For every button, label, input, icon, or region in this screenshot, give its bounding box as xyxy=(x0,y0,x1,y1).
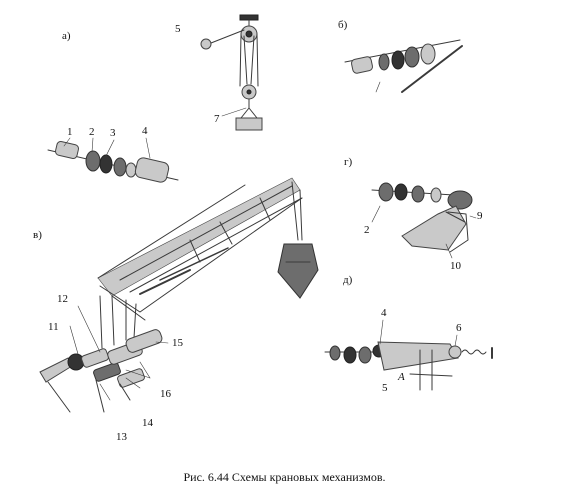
section-label-v: в) xyxy=(33,229,42,241)
label-v-16: 16 xyxy=(160,388,171,400)
figure-caption: Рис. 6.44 Схемы крановых механизмов. xyxy=(183,470,386,484)
section-label-b: б) xyxy=(338,19,348,31)
label-a-7: 7 xyxy=(214,113,220,125)
diagram-b-drive xyxy=(344,39,463,93)
label-g-10: 10 xyxy=(450,260,461,272)
label-a-4: 4 xyxy=(142,125,148,137)
label-g-9: 9 xyxy=(477,210,483,222)
label-v-11: 11 xyxy=(48,321,59,333)
diagram-a-hoist xyxy=(200,14,263,131)
label-d-a: А xyxy=(398,371,405,383)
label-v-13: 13 xyxy=(116,431,127,443)
label-a-5: 5 xyxy=(175,23,181,35)
diagram-d-luffing xyxy=(324,319,493,391)
section-label-a: а) xyxy=(62,30,71,42)
label-v-14: 14 xyxy=(142,417,153,429)
diagram-v-jib-crane xyxy=(39,177,319,413)
label-a-2: 2 xyxy=(89,126,95,138)
label-d-4: 4 xyxy=(381,307,387,319)
diagram-a-drive xyxy=(47,137,179,183)
label-v-15: 15 xyxy=(172,337,183,349)
section-label-g: г) xyxy=(344,156,353,168)
label-a-1: 1 xyxy=(67,126,73,138)
diagram-g-slewing xyxy=(371,182,477,259)
label-d-6: 6 xyxy=(456,322,462,334)
label-a-3: 3 xyxy=(110,127,116,139)
label-d-5: 5 xyxy=(382,382,388,394)
label-v-12: 12 xyxy=(57,293,68,305)
section-label-d: д) xyxy=(343,274,353,286)
label-g-2: 2 xyxy=(364,224,370,236)
